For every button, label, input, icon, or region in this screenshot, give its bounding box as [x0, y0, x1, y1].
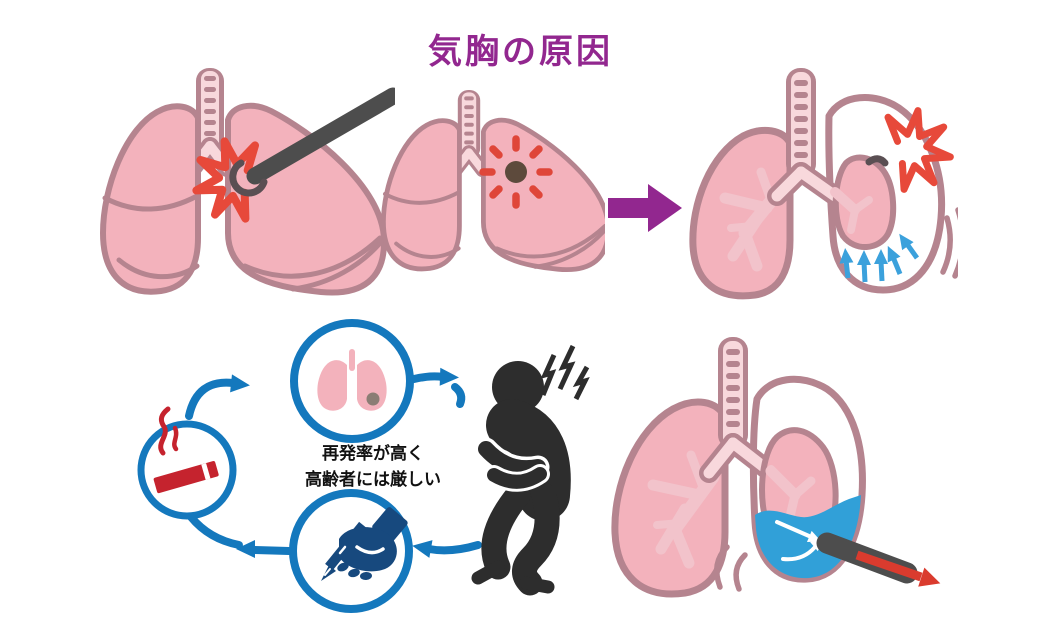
bronchial-tree: [647, 450, 720, 569]
drain-direction-arrow-icon: [855, 550, 941, 587]
cycle-arrows: [185, 367, 482, 558]
cycle-node-lungs: [290, 319, 414, 443]
puncture-hole-icon: [229, 159, 268, 197]
air-leak-burst-icon: [884, 107, 954, 193]
lungs-icon: [317, 349, 387, 411]
cycle-node-smoking: [137, 406, 237, 520]
right-lung: [481, 117, 605, 273]
figure-collapsed-lung: [689, 68, 958, 300]
collapsed-lung-icon: [830, 154, 897, 250]
person-silhouette: [471, 361, 571, 596]
cycle-node-treatment: [289, 489, 413, 613]
caption-line2: 高齢者には厳しい: [305, 469, 441, 489]
motion-lines-icon: [940, 207, 958, 279]
page-title: 気胸の原因: [428, 33, 613, 71]
writing-hand-icon: [321, 507, 408, 581]
right-lung: [225, 102, 388, 296]
chest-pain-person-icon: [471, 345, 590, 596]
trachea: [767, 68, 845, 206]
figure-traumatic-pneumothorax: [100, 68, 395, 296]
figure-bleb-pneumothorax: [381, 90, 605, 273]
cigarette-icon: [153, 406, 219, 494]
motion-lines-icon: [714, 544, 748, 592]
figure-chest-drainage: [611, 337, 941, 598]
left-lung: [100, 103, 201, 295]
bleb-icon: [479, 135, 553, 209]
air-pressure-arrows-icon: [839, 233, 920, 283]
bleb-dot-icon: [366, 392, 380, 406]
penetrating-rod-icon: [246, 87, 395, 185]
left-lung: [381, 118, 462, 272]
arrow-right-icon: [608, 184, 682, 232]
cycle-caption: 再発率が高く 高齢者には厳しい: [305, 443, 441, 489]
left-lung: [611, 398, 729, 598]
caption-line1: 再発率が高く: [322, 443, 424, 463]
recurrence-cycle-diagram: 再発率が高く 高齢者には厳しい: [137, 319, 482, 613]
left-lung: [689, 126, 794, 300]
pain-lightning-icon: [540, 345, 590, 401]
